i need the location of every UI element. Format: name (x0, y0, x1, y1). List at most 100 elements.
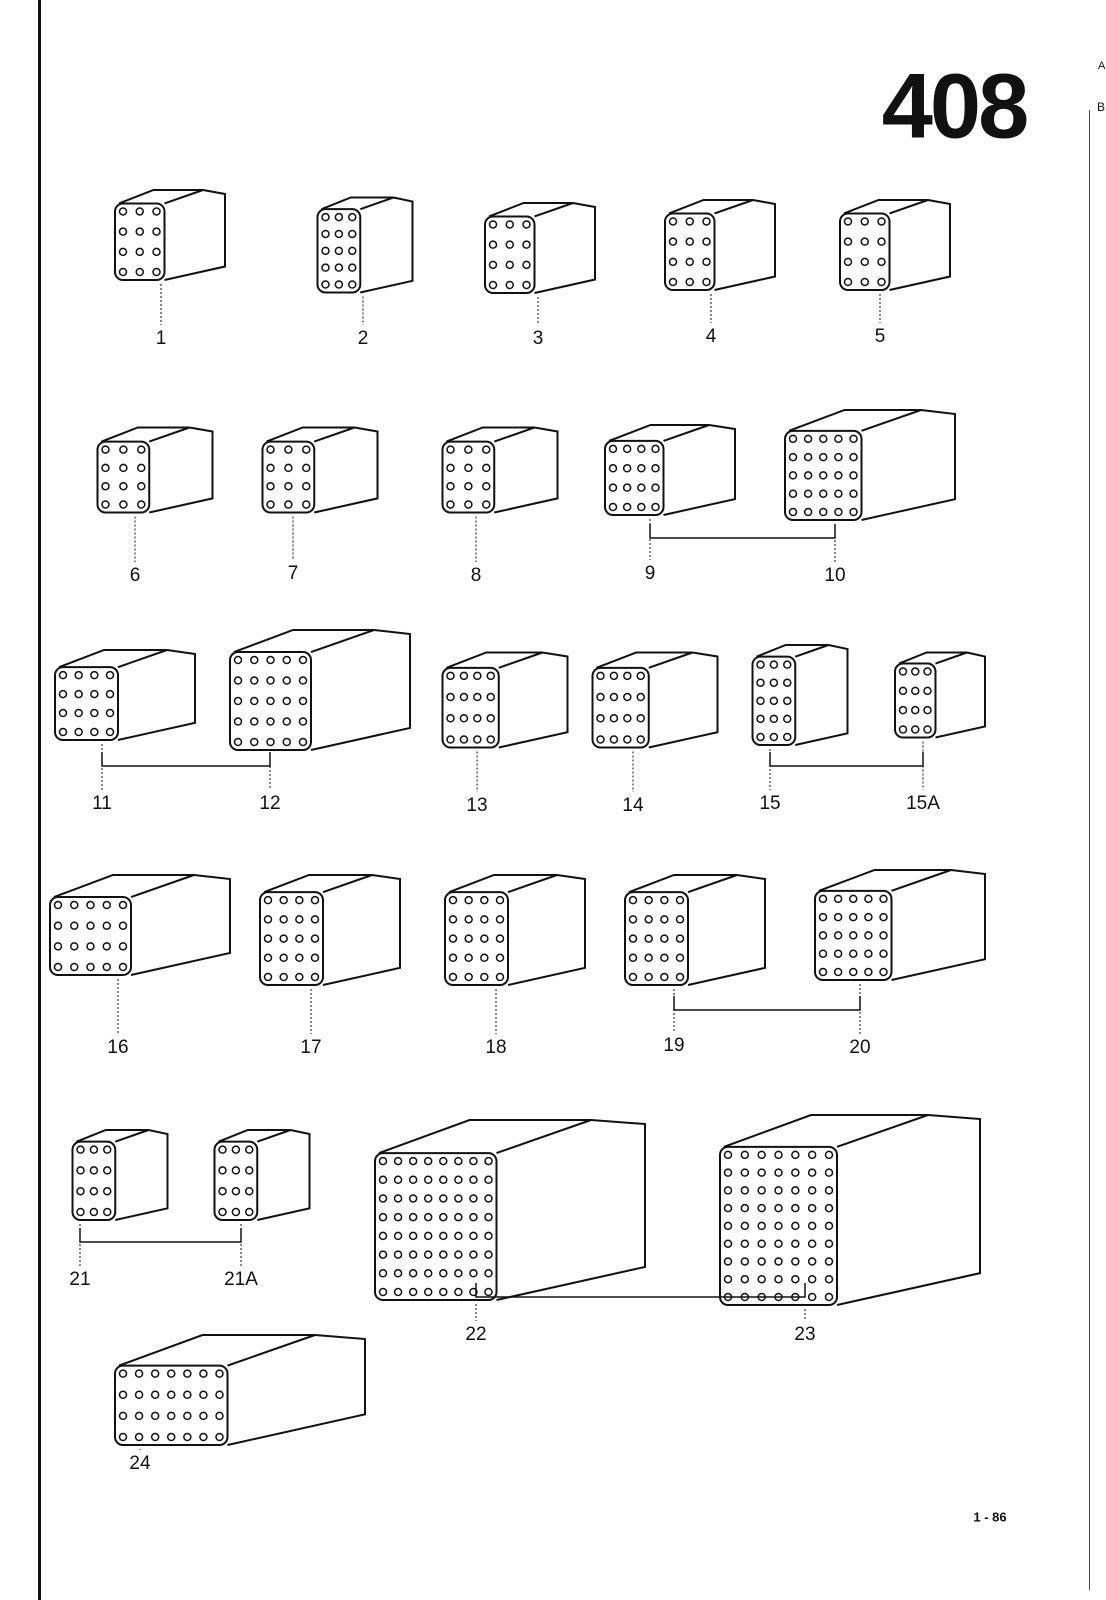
pin-hole (74, 708, 83, 718)
pin-hole (295, 972, 304, 982)
pin-hole (740, 1168, 750, 1177)
pin-hole (86, 900, 95, 910)
pin-hole (596, 735, 605, 744)
pin-hole (310, 972, 320, 982)
pin-hole (769, 696, 779, 706)
pin-hole (849, 949, 858, 958)
pin-hole (849, 471, 858, 480)
pin-hole (522, 260, 531, 270)
connector-11 (54, 649, 196, 790)
pin-hole (636, 735, 645, 744)
pin-hole (266, 481, 275, 491)
pin-hole (923, 686, 932, 696)
pin-hole (393, 1269, 403, 1278)
pin-hole (393, 1231, 403, 1241)
pin-hole (263, 953, 273, 963)
connector-face (751, 655, 797, 747)
pin-hole (105, 670, 115, 680)
pin-hole (231, 1207, 241, 1217)
pin-hole (833, 912, 843, 922)
pin-hole (622, 444, 632, 454)
footer-code: 1 - 86 (973, 1509, 1007, 1525)
connector-face (71, 1140, 117, 1221)
pin-hole (150, 1369, 160, 1378)
pin-hole (76, 1145, 85, 1154)
connector-13 (441, 651, 569, 792)
pin-hole (469, 1287, 478, 1297)
pin-hole (152, 207, 161, 216)
pin-hole (348, 212, 357, 222)
pin-hole (473, 692, 482, 702)
connector-side (836, 1114, 981, 1306)
pin-hole (464, 481, 473, 491)
pin-hole (448, 895, 458, 905)
margin-mark-b: B (1097, 100, 1106, 114)
pin-hole (423, 1269, 433, 1278)
pin-hole (660, 895, 669, 905)
pin-hole (199, 1390, 208, 1399)
pin-hole (769, 732, 779, 742)
pin-hole (609, 671, 619, 681)
pin-hole (651, 502, 660, 512)
part-label-4: 4 (705, 326, 717, 347)
pin-hole (118, 942, 128, 951)
pin-hole (334, 246, 344, 256)
connector-side (149, 426, 214, 514)
connector-top (53, 874, 195, 898)
connector-side (164, 189, 226, 281)
connector-5 (839, 199, 951, 323)
pin-hole (167, 1432, 176, 1442)
pin-hole (774, 1150, 783, 1160)
connector-19 (624, 874, 766, 1032)
pin-hole (233, 717, 243, 726)
pin-hole (702, 217, 711, 226)
pin-hole (295, 915, 304, 924)
pin-hole (495, 934, 505, 943)
pin-hole (484, 1156, 493, 1166)
connector-top (446, 651, 543, 669)
pin-hole (702, 257, 711, 267)
connector-side (130, 874, 231, 976)
pin-hole (199, 1369, 208, 1378)
pin-hole (757, 1203, 766, 1213)
pin-hole (393, 1175, 403, 1185)
pin-hole (464, 972, 473, 982)
pin-hole (769, 660, 779, 669)
pin-hole (454, 1175, 463, 1185)
pin-hole (740, 1274, 750, 1284)
pin-hole (118, 1411, 128, 1421)
connector-side (494, 426, 559, 514)
connector-22 (374, 1119, 646, 1321)
pin-hole (233, 655, 243, 665)
connector-2 (316, 196, 414, 325)
pin-hole (231, 1166, 241, 1175)
connector-face (814, 889, 893, 982)
connector-face (54, 666, 119, 742)
pin-hole (321, 263, 330, 272)
pin-hole (756, 678, 765, 687)
connector-face (49, 896, 132, 976)
margin-mark-a: A (1098, 60, 1106, 72)
pin-hole (803, 471, 813, 480)
connector-face (624, 891, 689, 987)
pin-hole (70, 962, 79, 972)
pin-hole (118, 207, 128, 216)
pin-hole (464, 500, 473, 509)
pin-hole (923, 705, 932, 715)
pin-hole (378, 1287, 388, 1297)
pin-hole (245, 1166, 254, 1175)
pin-hole (423, 1156, 433, 1166)
connector-face (229, 651, 312, 751)
pin-hole (723, 1186, 733, 1195)
pin-hole (505, 220, 514, 229)
pin-hole (723, 1257, 733, 1266)
pin-hole (788, 471, 798, 480)
connector-top (266, 426, 355, 443)
pin-hole (150, 1432, 160, 1442)
pin-hole (58, 727, 68, 737)
pin-hole (757, 1150, 766, 1160)
pin-hole (233, 696, 243, 706)
pair-bracket-22-23 (475, 1283, 806, 1298)
pin-hole (279, 972, 288, 982)
pin-hole (668, 217, 678, 226)
